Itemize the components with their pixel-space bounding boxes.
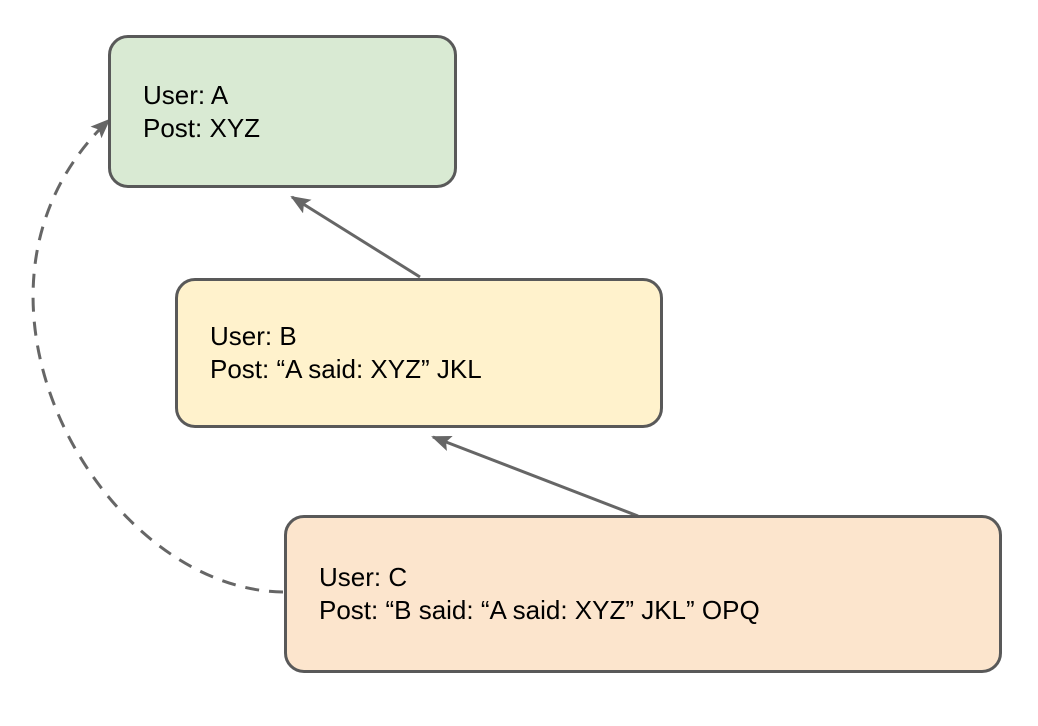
node-c-post-label: Post: “B said: “A said: XYZ” JKL” OPQ xyxy=(319,595,760,625)
node-a-user-label: User: A xyxy=(143,79,229,110)
node-user-b: User: B Post: “A said: XYZ” JKL xyxy=(175,278,663,428)
edge-b-to-a-arrow xyxy=(290,195,421,279)
node-b-user-label: User: B xyxy=(210,321,297,351)
node-user-c: User: C Post: “B said: “A said: XYZ” JKL… xyxy=(284,515,1002,673)
node-c-user-label: User: C xyxy=(319,562,408,592)
node-b-post-label: Post: “A said: XYZ” JKL xyxy=(210,354,482,384)
edge-c-to-b-arrow xyxy=(431,435,639,518)
node-user-a: User: A Post: XYZ xyxy=(108,35,457,188)
node-a-post-label: Post: XYZ xyxy=(143,112,261,143)
